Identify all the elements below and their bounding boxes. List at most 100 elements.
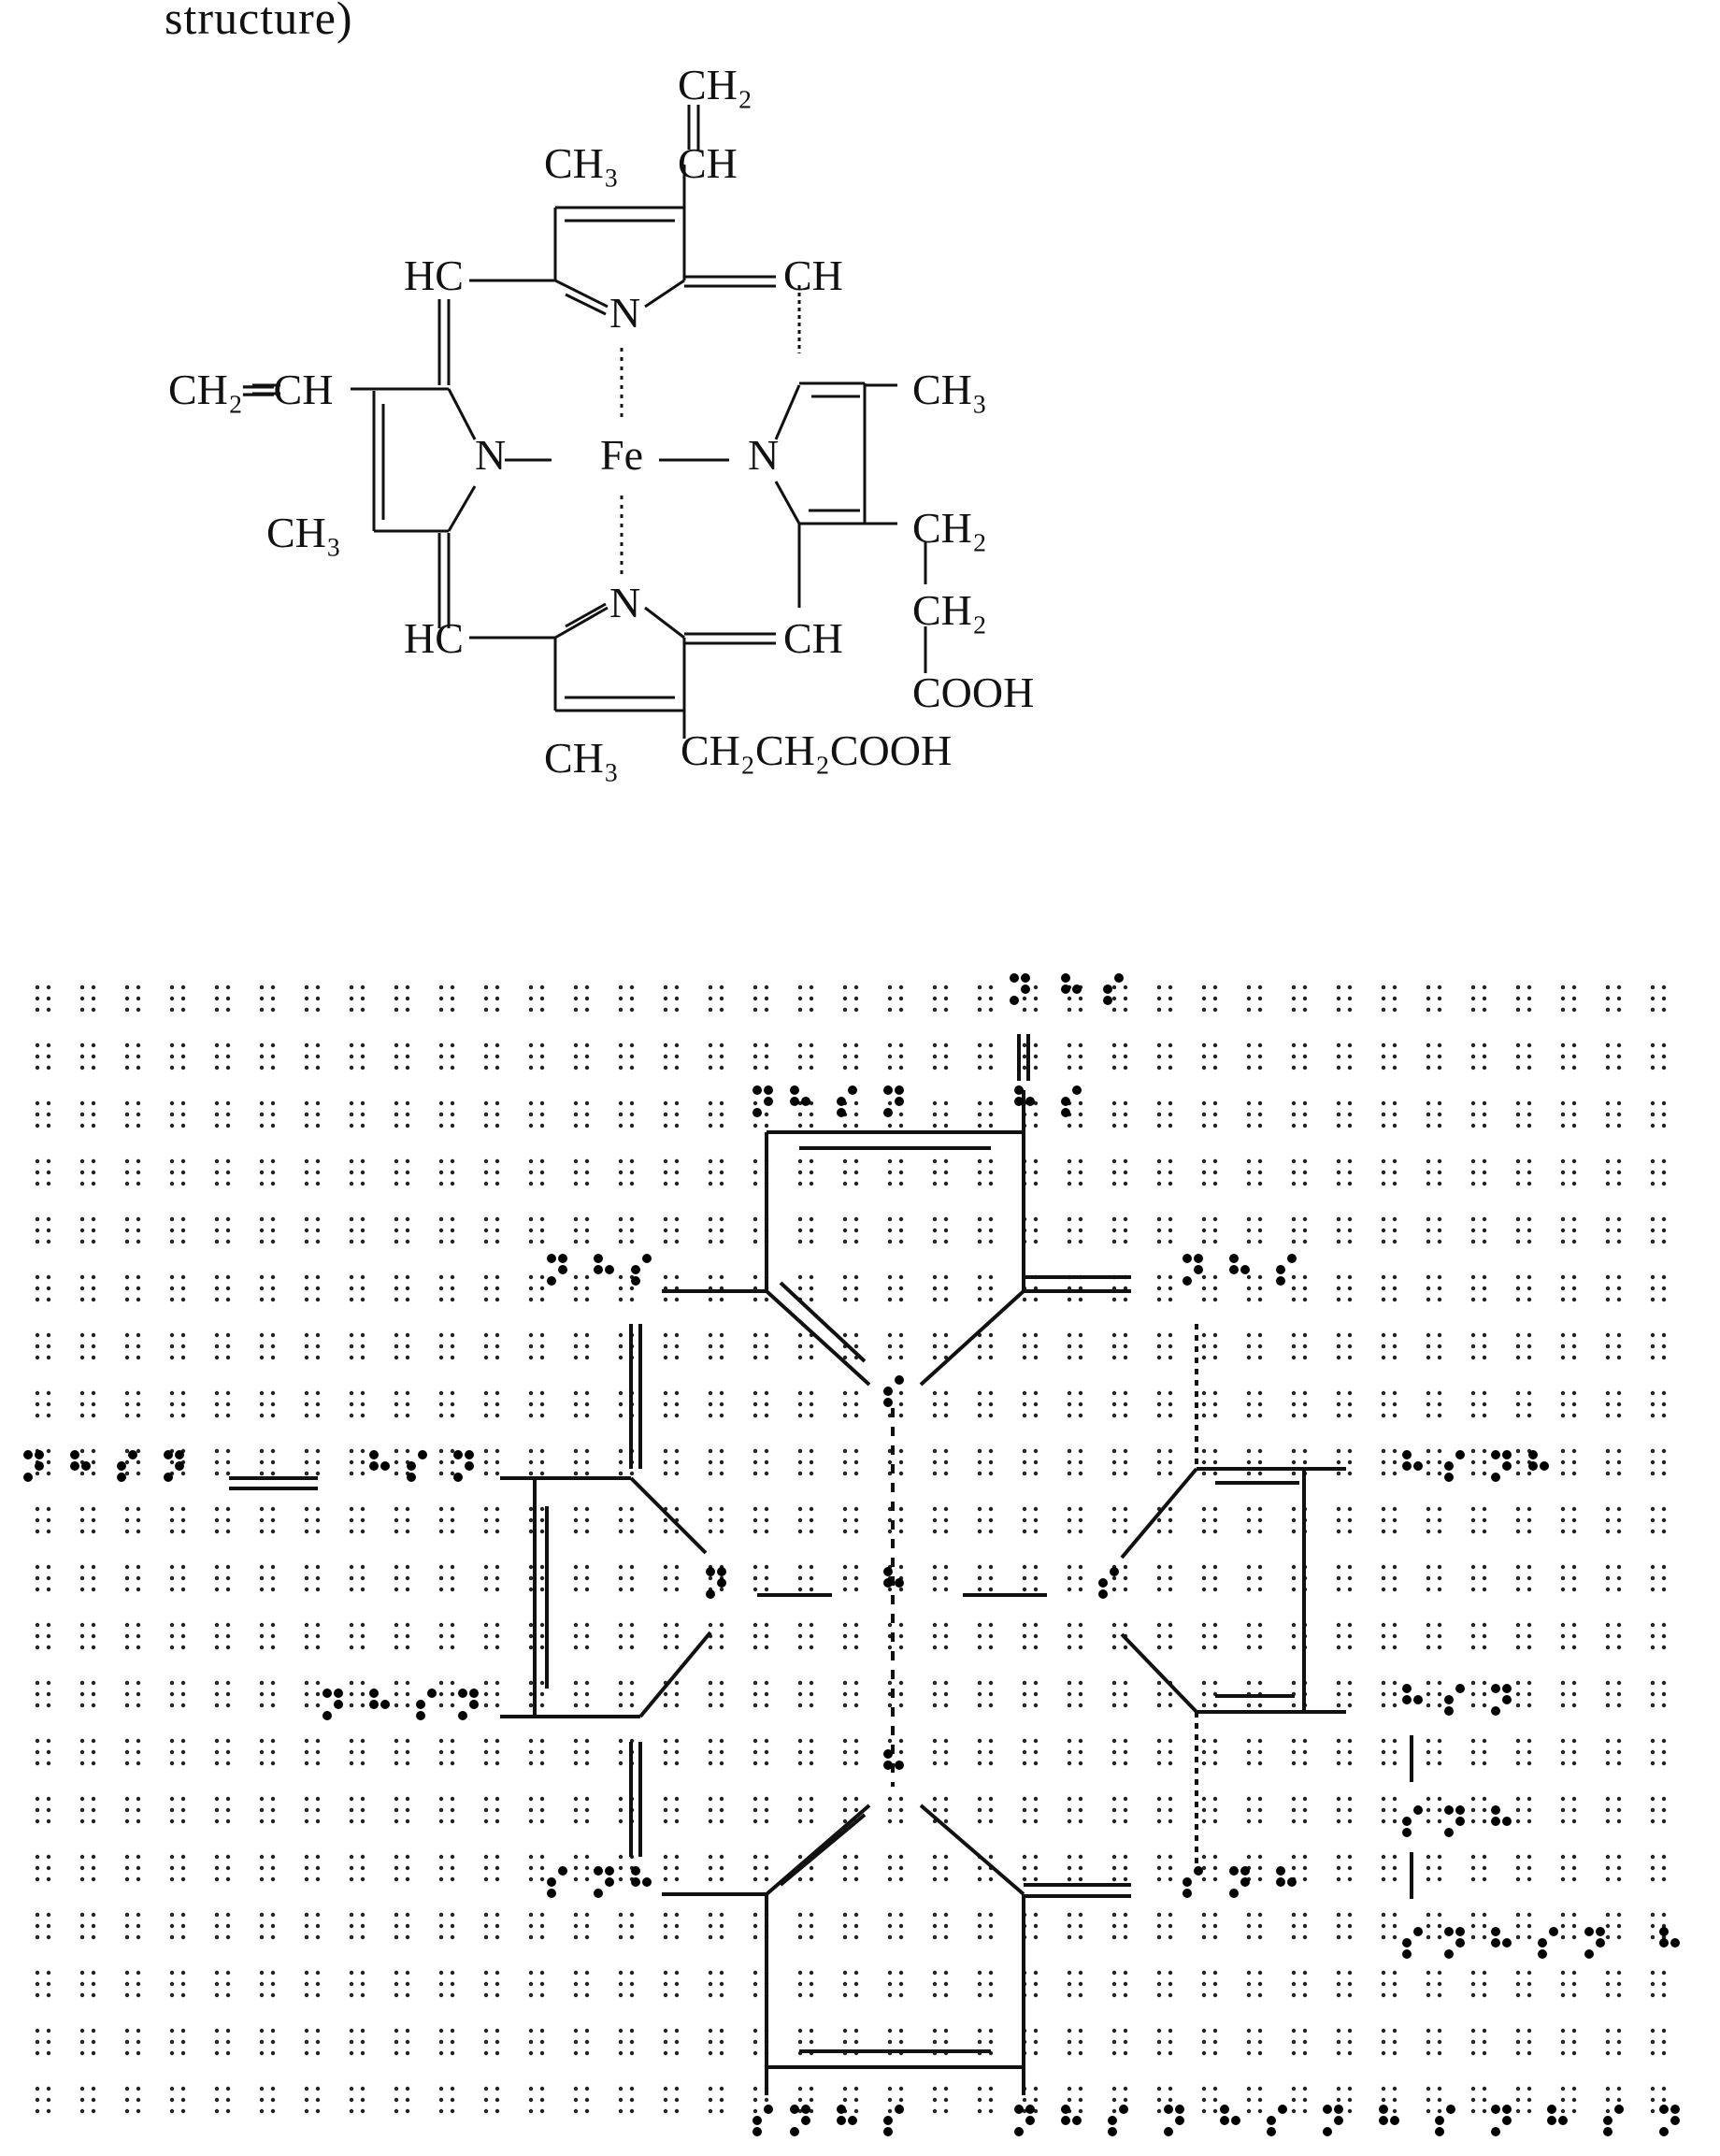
braille-grid-dot [1392, 1228, 1398, 1233]
braille-grid-dot [977, 1448, 982, 1454]
braille-grid-dot [225, 1390, 231, 1396]
braille-grid-dot [136, 1344, 141, 1349]
braille-grid-dot [584, 1355, 590, 1360]
braille-grid-dot [1347, 1876, 1353, 1882]
braille-grid-dot [438, 1876, 444, 1882]
braille-grid-dot [360, 1448, 366, 1454]
braille-grid-dot [853, 1761, 859, 1766]
braille-grid-dot [180, 1344, 186, 1349]
braille-grid-dot [124, 1818, 130, 1824]
braille-grid-dot [1605, 1286, 1611, 1291]
braille-grid-dot [977, 1633, 982, 1639]
braille-grid-dot [304, 1274, 309, 1280]
braille-grid-dot [797, 1355, 803, 1360]
braille-grid-dot [1392, 1517, 1398, 1523]
braille-grid-dot [1560, 1471, 1566, 1476]
braille-grid-dot [259, 1286, 265, 1291]
braille-grid-dot [270, 1181, 276, 1186]
braille-grid-dot [708, 1065, 713, 1071]
braille-grid-dot [1347, 1587, 1353, 1592]
braille-grid-dot [1515, 985, 1521, 990]
braille-grid-dot [764, 1007, 769, 1013]
braille-grid-dot [1302, 1112, 1308, 1117]
braille-grid-dot [315, 1390, 321, 1396]
braille-grid-dot [528, 996, 534, 1001]
braille-grid-dot [528, 1123, 534, 1128]
braille-grid-dot [180, 1239, 186, 1244]
braille-grid-dot [46, 1761, 51, 1766]
braille-grid-dot [752, 2039, 758, 2045]
braille-grid-dot [1392, 1401, 1398, 1407]
braille-grid-dot [842, 1564, 848, 1570]
braille-grid-dot [1616, 1355, 1622, 1360]
braille-grid-dot [898, 1992, 904, 1998]
braille-grid-dot [584, 1749, 590, 1755]
braille-grid-dot [573, 1100, 579, 1106]
braille-grid-dot [1201, 1923, 1207, 1929]
braille-grid-dot [1661, 2086, 1667, 2091]
braille-grid-dot [1212, 1506, 1218, 1512]
braille-grid-dot [259, 1749, 265, 1755]
braille-grid-dot [842, 1297, 848, 1302]
braille-grid-dot [943, 1992, 949, 1998]
braille-grid-dot [259, 1170, 265, 1175]
braille-grid-dot [1650, 996, 1656, 1001]
braille-grid-dot [124, 1622, 130, 1628]
braille-grid-dot [1392, 2086, 1398, 2091]
braille-grid-dot [1257, 1923, 1263, 1929]
braille-grid-dot [663, 1459, 668, 1465]
braille-grid-dot [898, 1934, 904, 1940]
braille-grid-dot [180, 1216, 186, 1222]
braille-grid-dot [573, 1471, 579, 1476]
braille-grid-dot [91, 1448, 96, 1454]
braille-grid-dot [180, 1865, 186, 1871]
braille-grid-dot [304, 2050, 309, 2056]
braille-grid-dot [528, 1738, 534, 1744]
braille-grid-dot [1291, 1413, 1297, 1418]
braille-grid-dot [1033, 1181, 1039, 1186]
braille-grid-dot [394, 1286, 399, 1291]
braille-grid-dot [1111, 1344, 1117, 1349]
braille-grid-dot [270, 1876, 276, 1882]
braille-grid-dot [438, 1645, 444, 1650]
braille-grid-dot [1661, 1564, 1667, 1570]
braille-grid-dot [1246, 1390, 1252, 1396]
braille-grid-dot [1078, 1587, 1083, 1592]
braille-grid-dot [180, 1158, 186, 1164]
braille-grid-dot [1470, 1344, 1476, 1349]
braille-grid-dot [1336, 1239, 1341, 1244]
braille-grid-dot [584, 1332, 590, 1338]
braille-grid-dot [1067, 1065, 1072, 1071]
braille-grid-dot [663, 1007, 668, 1013]
braille-grid-dot [46, 1564, 51, 1570]
braille-grid-dot [663, 1622, 668, 1628]
braille-grid-dot [887, 1738, 893, 1744]
braille-grid-dot [1347, 1054, 1353, 1059]
braille-grid-dot [528, 1876, 534, 1882]
braille-grid-dot [1560, 1390, 1566, 1396]
braille-grid-dot [1156, 1459, 1162, 1465]
braille-grid-dot [1661, 1007, 1667, 1013]
braille-grid-dot [1123, 1413, 1128, 1418]
braille-grid-dot [898, 1401, 904, 1407]
braille-grid-dot [898, 1065, 904, 1071]
braille-grid-dot [1650, 1517, 1656, 1523]
braille-grid-dot [797, 1517, 803, 1523]
braille-grid-dot [46, 1401, 51, 1407]
braille-grid-dot [1650, 1854, 1656, 1860]
braille-grid-dot [1168, 1007, 1173, 1013]
braille-grid-dot [1291, 1923, 1297, 1929]
braille-grid-dot [315, 1158, 321, 1164]
braille-grid-dot [1526, 1575, 1532, 1581]
braille-grid-dot [438, 1691, 444, 1697]
braille-character [1108, 2105, 1128, 2136]
braille-grid-dot [977, 1239, 982, 1244]
braille-grid-dot [315, 1401, 321, 1407]
braille-grid-dot [1392, 1749, 1398, 1755]
braille-grid-dot [618, 1691, 624, 1697]
braille-grid-dot [898, 1645, 904, 1650]
braille-grid-dot [1201, 996, 1207, 1001]
braille-grid-dot [719, 1912, 724, 1918]
braille-character [23, 1450, 44, 1482]
braille-grid-dot [1381, 1992, 1386, 1998]
